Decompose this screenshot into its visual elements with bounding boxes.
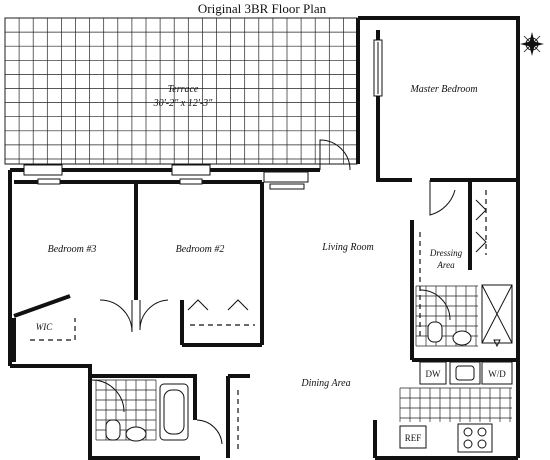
- dressing-area-label: Area: [436, 260, 455, 270]
- dw-label: DW: [426, 369, 441, 379]
- plan-title: Original 3BR Floor Plan: [198, 1, 327, 16]
- wic-label: WIC: [36, 322, 53, 332]
- terrace-label: Terrace: [168, 84, 199, 95]
- stove: [457, 423, 493, 453]
- closets: [30, 190, 487, 450]
- bedroom3-label: Bedroom #3: [48, 244, 97, 255]
- master-bedroom-label: Master Bedroom: [409, 84, 477, 95]
- terrace: Terrace 30'-2" x 12'-3": [4, 17, 358, 165]
- compass-rose-icon: [520, 32, 544, 56]
- ref-label: REF: [405, 433, 422, 443]
- dining-area-label: Dining Area: [300, 378, 350, 389]
- bathroom-tile-grids: [95, 285, 512, 441]
- master-bath-fixtures: [427, 284, 513, 348]
- terrace-size-label: 30'-2" x 12'-3": [153, 98, 214, 109]
- apartment-walls: [8, 168, 520, 460]
- kitchen: DW W/D REF: [399, 361, 513, 453]
- second-bath-fixtures: [105, 383, 189, 442]
- living-room-label: Living Room: [321, 242, 373, 253]
- dressing-label: Dressing: [429, 248, 463, 258]
- wd-label: W/D: [488, 369, 506, 379]
- master-bedroom: Master Bedroom: [356, 16, 520, 182]
- bedroom2-label: Bedroom #2: [176, 244, 225, 255]
- terrace-windows: [23, 164, 309, 190]
- terrace-tile-grid: [4, 17, 357, 164]
- door-swings: [91, 139, 456, 445]
